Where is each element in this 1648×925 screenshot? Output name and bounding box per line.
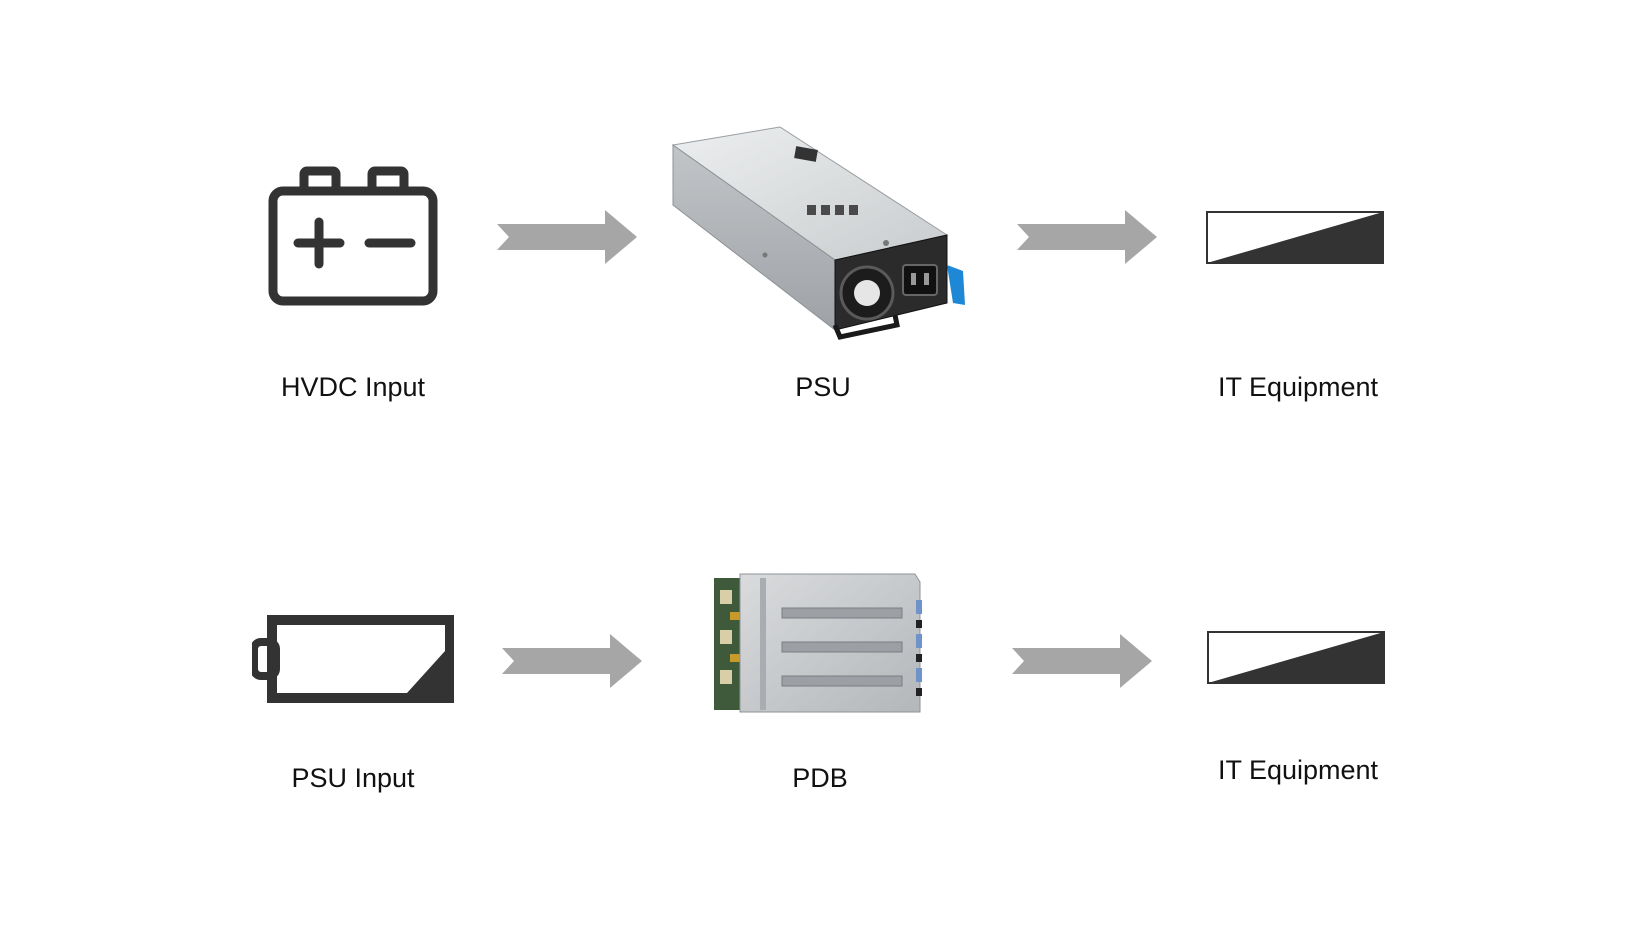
car-battery-icon xyxy=(268,165,438,307)
node-label-it-equipment-1: IT Equipment xyxy=(1217,372,1379,402)
battery-level-icon xyxy=(252,614,454,704)
it-equipment-wedge-icon xyxy=(1207,631,1385,684)
psu-module-image xyxy=(665,125,985,345)
flow-arrow-3 xyxy=(502,634,642,688)
node-label-it-equipment-2: IT Equipment xyxy=(1217,755,1379,785)
flow-arrow-4 xyxy=(1012,634,1152,688)
node-label-psu-input: PSU Input xyxy=(291,763,415,793)
node-label-psu: PSU xyxy=(795,372,851,402)
flow-arrow-2 xyxy=(1017,210,1157,264)
node-label-pdb: PDB xyxy=(792,763,848,793)
node-label-hvdc-input: HVDC Input xyxy=(280,372,426,402)
pdb-module-image xyxy=(710,570,925,716)
it-equipment-wedge-icon xyxy=(1206,211,1384,264)
flow-arrow-1 xyxy=(497,210,637,264)
